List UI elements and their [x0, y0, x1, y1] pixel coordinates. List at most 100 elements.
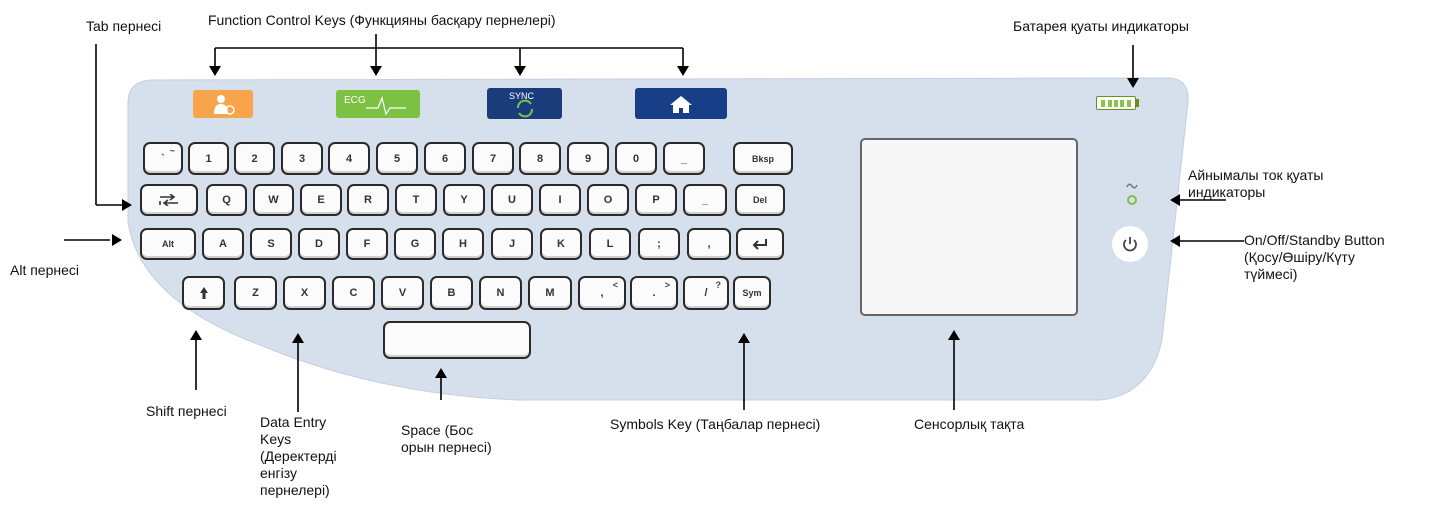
key-alt[interactable]: Alt: [140, 228, 196, 260]
key-t[interactable]: T: [395, 184, 437, 216]
data-entry-callout-line2: Keys: [260, 431, 292, 447]
key-0[interactable]: 0: [615, 142, 657, 175]
key-2[interactable]: 2: [234, 142, 275, 175]
arrow-head: [435, 368, 447, 378]
home-function-key[interactable]: [635, 88, 727, 119]
key-label: K: [557, 238, 565, 250]
key-sym[interactable]: Sym: [733, 276, 771, 310]
key-label: Del: [752, 195, 767, 205]
ac-power-callout: Айнымалы ток қуаты индикаторы: [1188, 167, 1323, 201]
key-label: Z: [252, 287, 259, 299]
key-y[interactable]: Y: [443, 184, 485, 216]
battery-cell: [1113, 99, 1118, 107]
shift-key-callout: Shift пернесі: [146, 403, 227, 419]
space-bar[interactable]: [383, 321, 531, 359]
key-label: U: [508, 194, 516, 206]
key-label: M: [545, 287, 555, 299]
key-underscore[interactable]: _: [663, 142, 705, 175]
arrow-head: [738, 333, 750, 343]
key-o[interactable]: O: [587, 184, 629, 216]
key-1[interactable]: 1: [188, 142, 229, 175]
key-label: .: [652, 287, 656, 299]
key-shift[interactable]: [182, 276, 225, 310]
arrow-head: [122, 199, 132, 211]
key-l[interactable]: L: [589, 228, 631, 260]
key-5[interactable]: 5: [376, 142, 418, 175]
key-c[interactable]: C: [332, 276, 375, 310]
key-m[interactable]: M: [528, 276, 572, 310]
key-label: 8: [536, 152, 544, 165]
key-f[interactable]: F: [346, 228, 388, 260]
key-backtick[interactable]: `~: [143, 142, 183, 175]
battery-icon: [1096, 96, 1136, 110]
sync-icon: [517, 99, 533, 118]
key-z[interactable]: Z: [234, 276, 277, 310]
patient-function-key[interactable]: [193, 90, 253, 118]
key-i[interactable]: I: [539, 184, 581, 216]
patient-icon: [214, 95, 235, 115]
key-bksp[interactable]: Bksp: [733, 142, 793, 175]
touchpad[interactable]: [860, 138, 1078, 316]
key-label: V: [398, 287, 407, 299]
key-underscore[interactable]: _: [683, 184, 727, 216]
key-label: Q: [222, 194, 231, 206]
key-del[interactable]: Del: [735, 184, 785, 216]
key-label: A: [219, 238, 227, 250]
key-label: P: [652, 194, 660, 206]
key-h[interactable]: H: [442, 228, 484, 260]
key-7[interactable]: 7: [472, 142, 514, 175]
key-r[interactable]: R: [347, 184, 389, 216]
key-sub-label: ?: [715, 280, 722, 290]
key-label: Sym: [742, 288, 762, 298]
key-label: N: [496, 287, 505, 299]
key-8[interactable]: 8: [519, 142, 561, 175]
sync-function-key[interactable]: SYNC: [487, 88, 562, 119]
battery-callout: Батарея қуаты индикаторы: [1013, 18, 1189, 34]
key-label: D: [315, 238, 323, 250]
key-p[interactable]: P: [635, 184, 677, 216]
key-d[interactable]: D: [298, 228, 340, 260]
ac-power-callout-line1: Айнымалы ток қуаты: [1188, 167, 1324, 183]
key-n[interactable]: N: [479, 276, 522, 310]
key-label: T: [412, 194, 420, 206]
arrow-head: [677, 66, 689, 76]
key-g[interactable]: G: [394, 228, 436, 260]
key-3[interactable]: 3: [281, 142, 323, 175]
key-e[interactable]: E: [300, 184, 342, 216]
data-entry-callout-line5: пернелері): [260, 482, 330, 498]
key-j[interactable]: J: [491, 228, 533, 260]
function-keys-callout: Function Control Keys (Функцияны басқару…: [208, 12, 556, 28]
key-label: _: [680, 152, 688, 165]
key-enter[interactable]: [736, 228, 784, 260]
key-comma[interactable]: ,<: [578, 276, 626, 310]
key-w[interactable]: W: [253, 184, 294, 216]
key-6[interactable]: 6: [424, 142, 466, 175]
key-4[interactable]: 4: [328, 142, 370, 175]
key-tab[interactable]: [140, 184, 198, 216]
ac-power-callout-line2: индикаторы: [1188, 184, 1266, 200]
key-label: 7: [489, 152, 497, 165]
key-q[interactable]: Q: [206, 184, 247, 216]
key-label: 4: [345, 152, 353, 165]
power-button[interactable]: [1112, 226, 1148, 262]
key-a[interactable]: A: [202, 228, 244, 260]
key-slash[interactable]: /?: [683, 276, 729, 310]
power-button-callout: On/Off/Standby Button (Қосу/Өшіру/Күту т…: [1244, 232, 1385, 283]
ecg-function-key[interactable]: ECG: [336, 90, 420, 118]
key-s[interactable]: S: [250, 228, 292, 260]
key-period[interactable]: .>: [630, 276, 678, 310]
tab-key-callout: Tab пернесі: [86, 18, 162, 34]
key-label: I: [558, 194, 562, 206]
key-semicolon[interactable]: ;: [638, 228, 680, 260]
arrow-head: [112, 234, 122, 246]
ac-indicator-icon: [1126, 183, 1138, 205]
power-icon: [1123, 237, 1137, 252]
key-b[interactable]: B: [430, 276, 473, 310]
key-v[interactable]: V: [381, 276, 424, 310]
key-k[interactable]: K: [540, 228, 582, 260]
key-9[interactable]: 9: [567, 142, 609, 175]
key-label: 9: [584, 152, 592, 165]
key-x[interactable]: X: [283, 276, 326, 310]
key-u[interactable]: U: [491, 184, 533, 216]
key-comma[interactable]: ,: [687, 228, 731, 260]
